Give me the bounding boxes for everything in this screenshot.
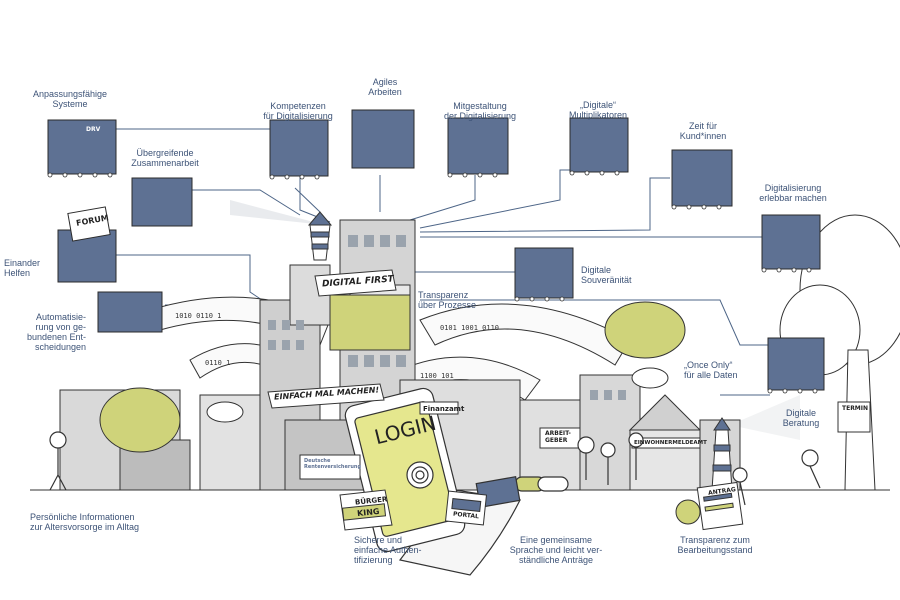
- chain-link: [475, 476, 569, 508]
- label-transparenz-prozesse: Transparenz über Prozesse: [418, 290, 477, 310]
- sign-deutsche-rentenversicherung: Deutsche Rentenversicherung: [304, 458, 362, 470]
- label-anpassungsfaehige-systeme: Anpassungsfähige Systeme: [32, 89, 108, 109]
- pictogram-nodes: [47, 170, 818, 394]
- label-kompetenzen: Kompetenzen für Digitalisierung: [263, 101, 333, 121]
- svg-text:1010 0110 1: 1010 0110 1: [175, 312, 221, 320]
- sign-termin: TERMIN: [842, 405, 869, 412]
- sign-einwohnermeldeamt: EINWOHNERMELDEAMT: [634, 440, 707, 446]
- label-bearbeitungsstand: Transparenz zum Bearbeitungsstand: [677, 535, 753, 555]
- antrag-documents: [675, 481, 744, 531]
- pictograms: [47, 109, 825, 391]
- binary-digits: 1010 0110 1 0101 1001 0110 1100 101 0110…: [175, 312, 499, 380]
- label-einander-helfen: Einander Helfen: [4, 258, 41, 278]
- label-multiplikatoren: „Digitale“ Multiplikatoren: [568, 100, 628, 120]
- portal-card: [444, 490, 488, 526]
- label-agiles-arbeiten: Agiles Arbeiten: [368, 77, 402, 97]
- speech-bubbles: [99, 301, 686, 453]
- windows: [268, 235, 626, 400]
- svg-text:0101 1001 0110: 0101 1001 0110: [440, 324, 499, 332]
- label-digitale-beratung: Digitale Beratung: [782, 408, 820, 428]
- sign-arbeitgeber: ARBEIT- GEBER: [545, 430, 571, 444]
- sign-boards: [267, 269, 871, 480]
- light-beam-right: [730, 395, 800, 440]
- svg-text:0110 1: 0110 1: [205, 359, 230, 367]
- label-altersvorsorge: Persönliche Informationen zur Altersvors…: [30, 512, 140, 532]
- label-once-only: „Once Only“ für alle Daten: [684, 360, 738, 380]
- label-digitale-souveraenitaet: Digitale Souveränität: [581, 265, 632, 285]
- tree: [779, 214, 900, 491]
- lighthouse-left: [307, 211, 333, 261]
- lighthouse-right: [711, 417, 733, 491]
- svg-text:1100 101: 1100 101: [420, 372, 454, 380]
- label-authentifizierung: Sichere und einfache Authen- tifizierung: [354, 535, 422, 565]
- buerger-king-badge: [339, 489, 393, 531]
- light-beam: [230, 200, 325, 225]
- label-zeit-fuer-kundinnen: Zeit für Kund*innen: [679, 121, 727, 141]
- people: [49, 431, 821, 506]
- sign-finanzamt: Finanzamt: [423, 405, 465, 413]
- sign-drv: DRV: [86, 126, 101, 133]
- label-uebergreifende-zusammenarbeit: Übergreifende Zusammenarbeit: [131, 148, 199, 168]
- label-gemeinsame-sprache: Eine gemeinsame Sprache und leicht ver- …: [509, 535, 603, 565]
- label-digitalisierung-erlebbar: Digitalisierung erlebbar machen: [759, 183, 827, 203]
- label-automatisierung: Automatisie- rung von ge- bundenen Ent- …: [26, 312, 86, 352]
- label-mitgestaltung: Mitgestaltung der Digitalisierung: [443, 101, 517, 121]
